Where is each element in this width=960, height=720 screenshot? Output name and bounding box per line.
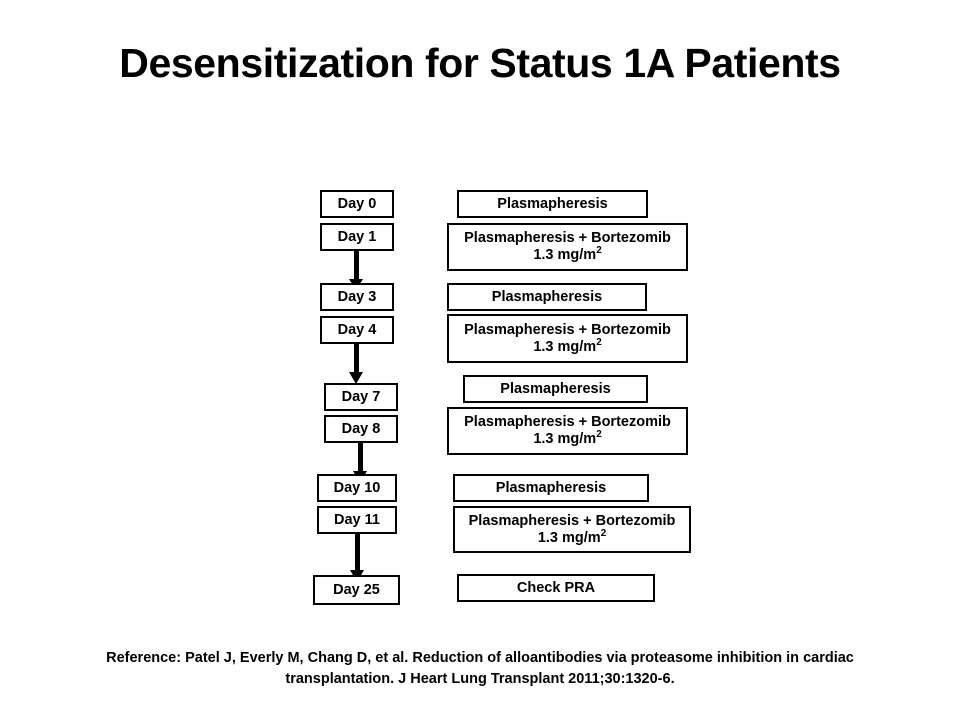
day-box-label: Day 1 [337, 228, 377, 245]
reference-citation: Reference: Patel J, Everly M, Chang D, e… [106, 650, 854, 688]
day-box-0: Day 0 [320, 190, 394, 218]
treatment-label: Plasmapheresis [500, 380, 611, 397]
treatment-box-7: Plasmapheresis + Bortezomib 1.3 mg/m2 [453, 506, 691, 553]
page-title: Desensitization for Status 1A Patients [119, 40, 841, 86]
treatment-superscript: 2 [600, 527, 607, 539]
day-box-label: Day 7 [341, 388, 381, 405]
day-box-label: Day 8 [341, 420, 381, 437]
day-box-label: Day 10 [333, 479, 381, 496]
day-box-label: Day 3 [337, 288, 377, 305]
day-box-label: Day 4 [337, 321, 377, 338]
day-box-8: Day 25 [313, 575, 400, 605]
day-box-5: Day 8 [324, 415, 398, 443]
treatment-box-3: Plasmapheresis + Bortezomib 1.3 mg/m2 [447, 314, 688, 363]
treatment-superscript: 2 [596, 336, 602, 348]
treatment-line-1: Plasmapheresis + Bortezomib [464, 230, 671, 247]
treatment-label: Plasmapheresis [495, 479, 607, 496]
day-box-label: Day 25 [333, 581, 380, 598]
treatment-line-2: 1.3 mg/m [533, 338, 597, 355]
treatment-line-2: 1.3 mg/m [537, 529, 601, 546]
day-box-2: Day 3 [320, 283, 394, 311]
day-box-1: Day 1 [320, 223, 394, 251]
treatment-label: Plasmapheresis + Bortezomib 1.3 mg/m2 [455, 414, 680, 447]
day-box-label: Day 11 [334, 511, 380, 528]
treatment-box-8: Check PRA [457, 574, 655, 602]
treatment-line-1: Plasmapheresis + Bortezomib [464, 321, 671, 338]
treatment-box-0: Plasmapheresis [457, 190, 648, 218]
day-box-3: Day 4 [320, 316, 394, 344]
treatment-box-1: Plasmapheresis + Bortezomib 1.3 mg/m2 [447, 223, 688, 271]
treatment-label: Plasmapheresis + Bortezomib 1.3 mg/m2 [455, 230, 680, 263]
treatment-box-2: Plasmapheresis [447, 283, 647, 311]
day-box-7: Day 11 [317, 506, 397, 534]
treatment-label: Check PRA [516, 579, 596, 596]
treatment-line-2: 1.3 mg/m [533, 247, 597, 263]
treatment-label: Plasmapheresis [497, 195, 608, 212]
treatment-line-1: Plasmapheresis + Bortezomib [464, 414, 671, 431]
treatment-box-5: Plasmapheresis + Bortezomib 1.3 mg/m2 [447, 407, 688, 455]
treatment-label: Plasmapheresis + Bortezomib 1.3 mg/m2 [455, 322, 680, 355]
day-box-4: Day 7 [324, 383, 398, 411]
treatment-superscript: 2 [596, 429, 602, 441]
treatment-label: Plasmapheresis + Bortezomib 1.3 mg/m2 [461, 513, 683, 546]
treatment-superscript: 2 [596, 245, 602, 257]
day-box-6: Day 10 [317, 474, 397, 502]
treatment-box-6: Plasmapheresis [453, 474, 649, 502]
treatment-label: Plasmapheresis [491, 288, 603, 305]
treatment-line-2: 1.3 mg/m [533, 431, 597, 447]
day-box-label: Day 0 [337, 195, 377, 212]
treatment-line-1: Plasmapheresis + Bortezomib [468, 512, 676, 529]
treatment-box-4: Plasmapheresis [463, 375, 648, 403]
